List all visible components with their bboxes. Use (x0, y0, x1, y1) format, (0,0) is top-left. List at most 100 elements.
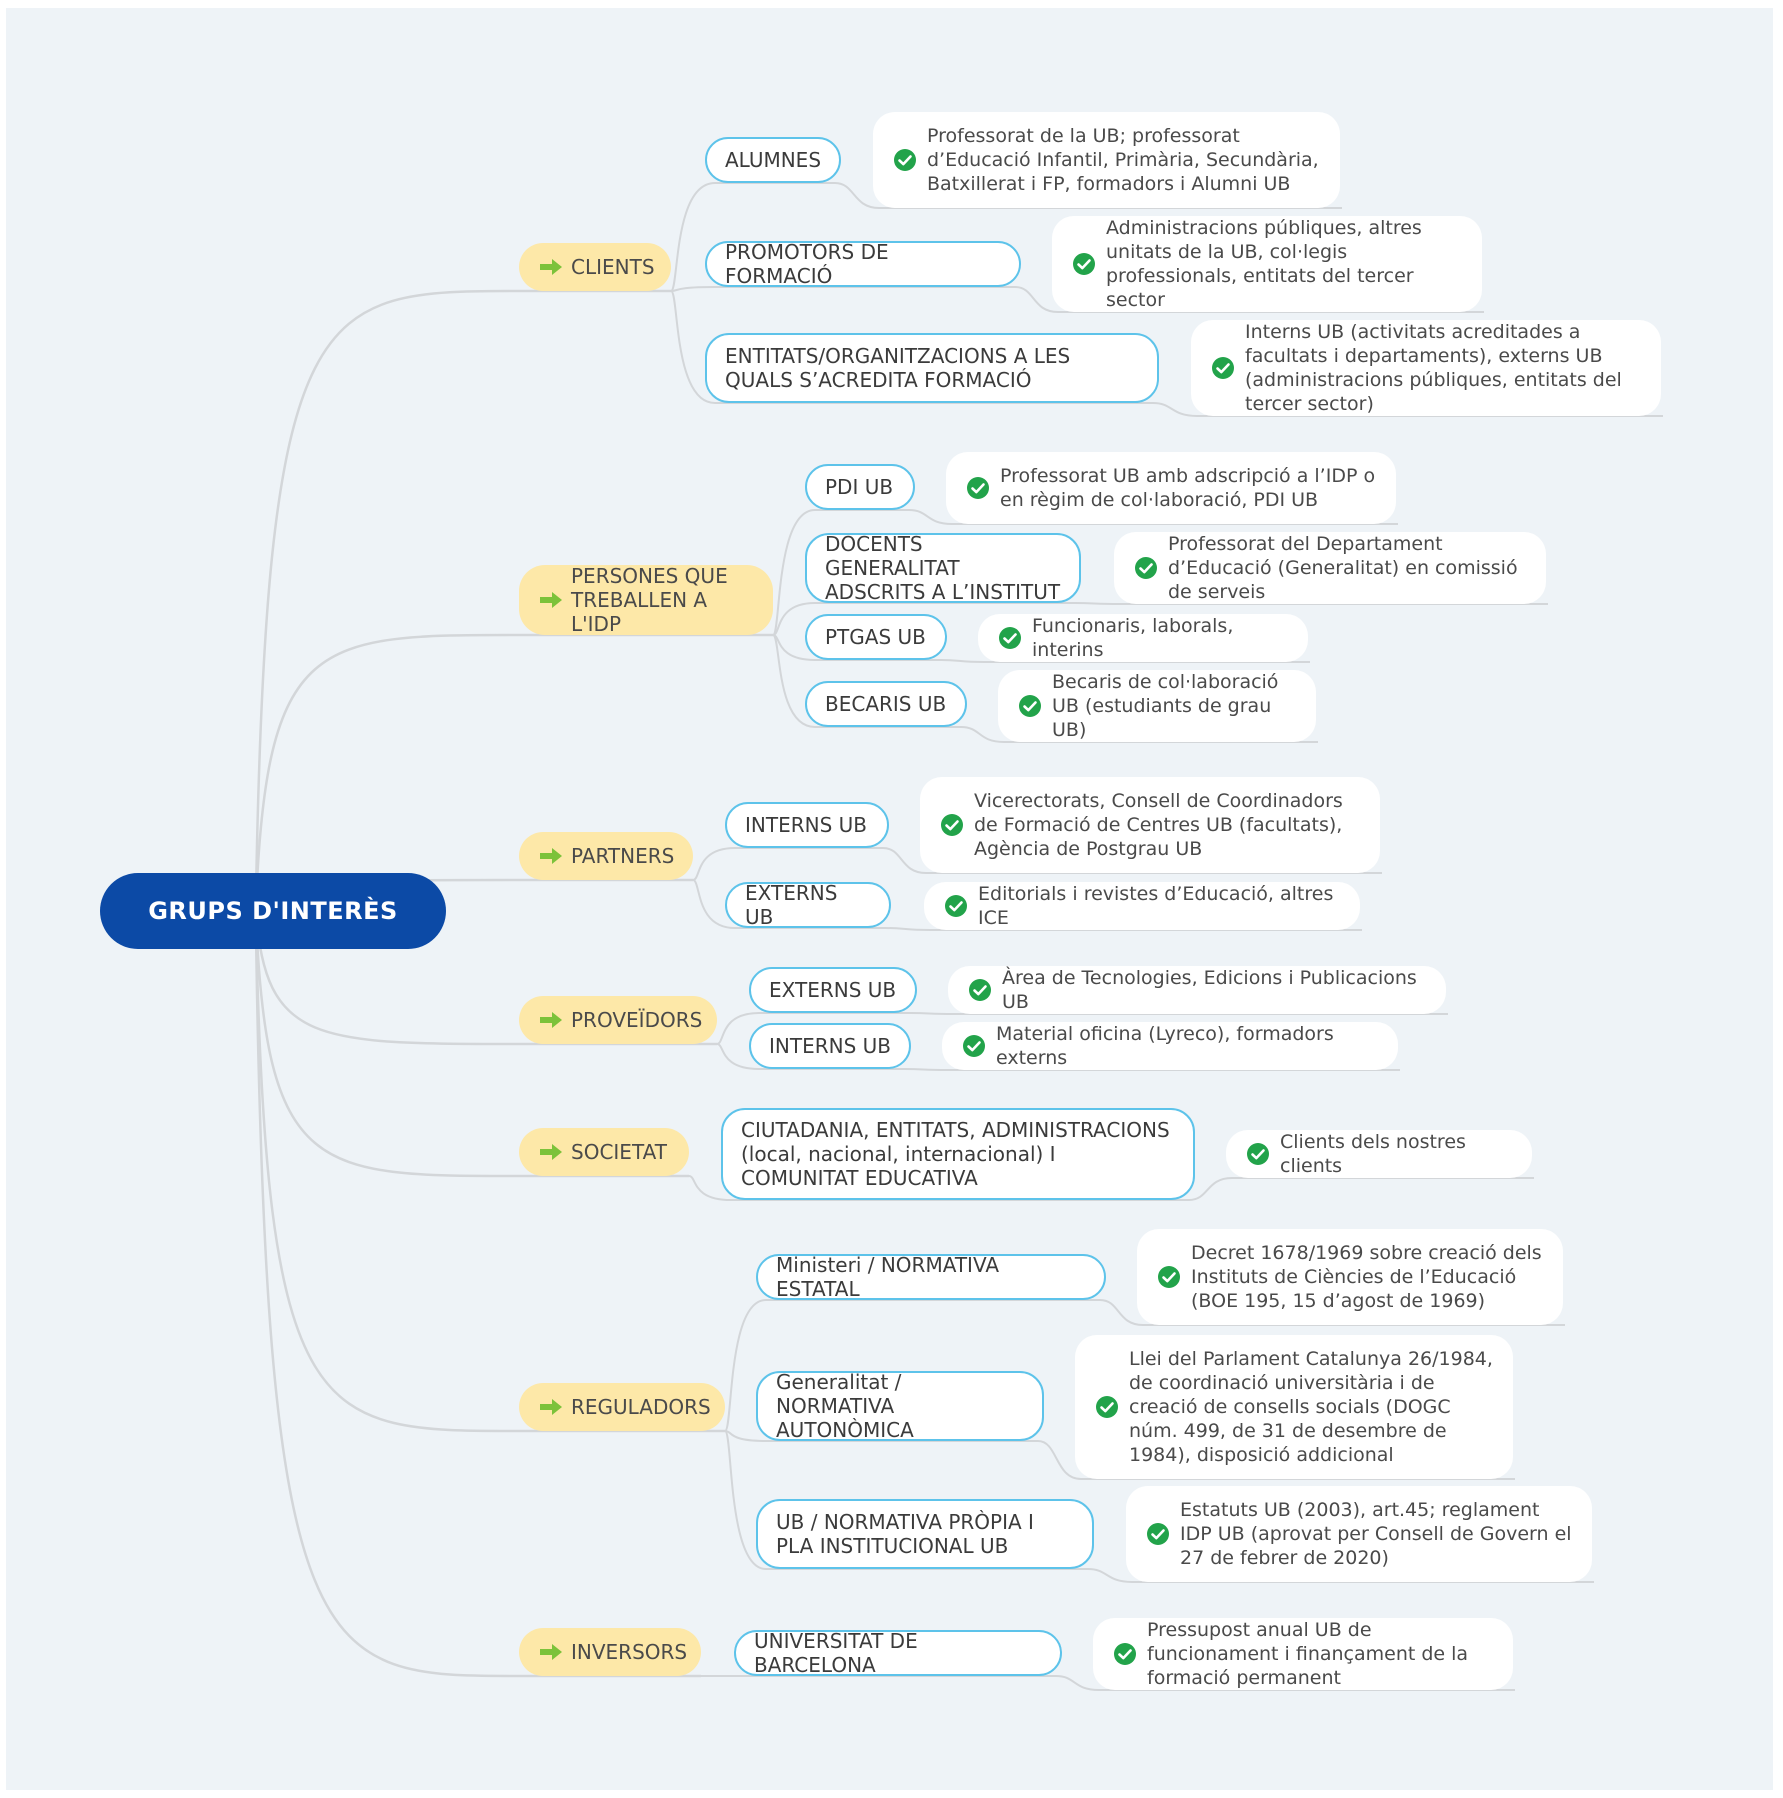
subtopic-label: INTERNS UB (745, 813, 867, 837)
check-circle-icon (968, 978, 992, 1002)
detail-becaris-ub[interactable]: Becaris de col·laboració UB (estudiants … (998, 670, 1316, 742)
connector-category-subtopic (772, 509, 909, 636)
check-circle-icon (1113, 1642, 1137, 1666)
check-circle-icon (1072, 252, 1096, 276)
arrow-right-icon (539, 1397, 563, 1417)
connector-category-subtopic (670, 286, 1015, 292)
check-circle-icon (1211, 356, 1235, 380)
subtopic-becaris-ub[interactable]: BECARIS UB (805, 681, 967, 727)
connector-category-subtopic (724, 1299, 1100, 1432)
detail-universitat-barcelona[interactable]: Pressupost anual UB de funcionament i fi… (1093, 1618, 1513, 1690)
detail-promotors[interactable]: Administracions públiques, altres unitat… (1052, 216, 1482, 312)
arrow-right-icon (539, 1142, 563, 1162)
connector-root-category (254, 910, 689, 1178)
category-label: REGULADORS (571, 1395, 711, 1419)
subtopic-label: PROMOTORS DE FORMACIÓ (725, 240, 889, 288)
detail-text: Vicerectorats, Consell de Coordinadors d… (974, 790, 1343, 860)
detail-text: Interns UB (activitats acreditades a fac… (1245, 321, 1622, 415)
detail-text: Administracions públiques, altres unitat… (1106, 217, 1422, 311)
connector-subtopic-detail (1188, 1177, 1534, 1201)
detail-text: Àrea de Tecnologies, Edicions i Publicac… (1002, 967, 1417, 1013)
connector-category-subtopic (692, 879, 885, 929)
detail-text: Editorials i revistes d’Educació, altres… (978, 883, 1334, 929)
connector-category-subtopic (670, 290, 1153, 404)
subtopic-generalitat[interactable]: Generalitat / NORMATIVA AUTONÒMICA (756, 1370, 1044, 1442)
detail-ministeri[interactable]: Decret 1678/1969 sobre creació dels Inst… (1137, 1229, 1563, 1325)
subtopic-pdi-ub[interactable]: PDI UB (805, 464, 915, 510)
subtopic-label: CIUTADANIA, ENTITATS, ADMINISTRACIONS (l… (741, 1118, 1170, 1190)
connector-category-subtopic (688, 1175, 1189, 1201)
subtopic-proveidors-externs-ub[interactable]: EXTERNS UB (749, 967, 917, 1013)
check-circle-icon (944, 894, 968, 918)
detail-text: Estatuts UB (2003), art.45; reglament ID… (1180, 1499, 1572, 1569)
subtopic-label: ALUMNES (725, 148, 822, 172)
category-proveidors[interactable]: PROVEÏDORS (519, 996, 717, 1044)
detail-text: Professorat del Departament d’Educació (… (1168, 533, 1518, 603)
connector-category-subtopic (670, 182, 835, 292)
connector-category-subtopic (772, 634, 961, 728)
detail-text: Decret 1678/1969 sobre creació dels Inst… (1191, 1242, 1542, 1312)
connector-subtopic-detail (834, 182, 1342, 209)
category-partners[interactable]: PARTNERS (519, 832, 693, 880)
connector-subtopic-detail (960, 726, 1318, 743)
detail-partners-externs-ub[interactable]: Editorials i revistes d’Educació, altres… (924, 882, 1360, 930)
subtopic-proveidors-interns-ub[interactable]: INTERNS UB (749, 1023, 911, 1069)
check-circle-icon (1157, 1265, 1181, 1289)
detail-proveidors-externs-ub[interactable]: Àrea de Tecnologies, Edicions i Publicac… (948, 966, 1446, 1014)
check-circle-icon (1246, 1142, 1270, 1166)
connector-root-category (254, 633, 773, 912)
subtopic-partners-externs-ub[interactable]: EXTERNS UB (725, 881, 891, 929)
detail-alumnes[interactable]: Professorat de la UB; professorat d’Educ… (873, 112, 1340, 208)
subtopic-promotors[interactable]: PROMOTORS DE FORMACIÓ (705, 240, 1021, 288)
detail-ptgas-ub[interactable]: Funcionaris, laborals, interins (978, 614, 1308, 662)
check-circle-icon (966, 476, 990, 500)
detail-text: Material oficina (Lyreco), formadors ext… (996, 1023, 1334, 1069)
detail-text: Becaris de col·laboració UB (estudiants … (1052, 671, 1279, 741)
connector-root-category (254, 910, 725, 1433)
category-label: PARTNERS (571, 844, 675, 868)
root-label: GRUPS D'INTERÈS (148, 897, 398, 925)
arrow-right-icon (539, 1642, 563, 1662)
subtopic-label: ENTITATS/ORGANITZACIONS A LES QUALS S’AC… (725, 344, 1071, 392)
root-node[interactable]: GRUPS D'INTERÈS (100, 873, 446, 949)
detail-docents-generalitat[interactable]: Professorat del Departament d’Educació (… (1114, 532, 1546, 604)
connector-subtopic-detail (1037, 1440, 1515, 1480)
subtopic-label: EXTERNS UB (745, 881, 838, 929)
detail-pdi-ub[interactable]: Professorat UB amb adscripció a l’IDP o … (946, 452, 1396, 524)
subtopic-ptgas-ub[interactable]: PTGAS UB (805, 614, 947, 660)
subtopic-docents-generalitat[interactable]: DOCENTS GENERALITAT ADSCRITS A L’INSTITU… (805, 532, 1081, 604)
subtopic-entitats[interactable]: ENTITATS/ORGANITZACIONS A LES QUALS S’AC… (705, 333, 1159, 403)
detail-proveidors-interns-ub[interactable]: Material oficina (Lyreco), formadors ext… (942, 1022, 1398, 1070)
connector-subtopic-detail (1055, 1675, 1515, 1691)
subtopic-label: Generalitat / NORMATIVA AUTONÒMICA (776, 1370, 914, 1442)
category-clients[interactable]: CLIENTS (519, 243, 671, 291)
subtopic-ministeri[interactable]: Ministeri / NORMATIVA ESTATAL (756, 1253, 1106, 1301)
category-persones[interactable]: PERSONES QUE TREBALLEN A L'IDP (519, 564, 773, 636)
category-label: CLIENTS (571, 255, 655, 279)
detail-ub-normativa[interactable]: Estatuts UB (2003), art.45; reglament ID… (1126, 1486, 1592, 1582)
subtopic-partners-interns-ub[interactable]: INTERNS UB (725, 802, 889, 848)
detail-partners-interns-ub[interactable]: Vicerectorats, Consell de Coordinadors d… (920, 777, 1380, 873)
connector-subtopic-detail (884, 927, 1362, 931)
detail-text: Professorat UB amb adscripció a l’IDP o … (1000, 465, 1376, 511)
connector-subtopic-detail (1152, 402, 1663, 417)
category-reguladors[interactable]: REGULADORS (519, 1383, 725, 1431)
subtopic-ciutadania[interactable]: CIUTADANIA, ENTITATS, ADMINISTRACIONS (l… (721, 1108, 1195, 1200)
subtopic-label: PDI UB (825, 475, 894, 499)
detail-text: Llei del Parlament Catalunya 26/1984, de… (1129, 1348, 1493, 1466)
subtopic-label: PTGAS UB (825, 625, 926, 649)
detail-entitats[interactable]: Interns UB (activitats acreditades a fac… (1191, 320, 1661, 416)
check-circle-icon (962, 1034, 986, 1058)
category-societat[interactable]: SOCIETAT (519, 1128, 689, 1176)
arrow-right-icon (539, 590, 563, 610)
detail-ciutadania[interactable]: Clients dels nostres clients (1226, 1130, 1532, 1178)
subtopic-label: UNIVERSITAT DE BARCELONA (754, 1629, 918, 1677)
subtopic-ub-normativa[interactable]: UB / NORMATIVA PRÒPIA I PLA INSTITUCIONA… (756, 1499, 1094, 1569)
detail-generalitat[interactable]: Llei del Parlament Catalunya 26/1984, de… (1075, 1335, 1513, 1479)
category-inversors[interactable]: INVERSORS (519, 1628, 701, 1676)
subtopic-universitat-barcelona[interactable]: UNIVERSITAT DE BARCELONA (734, 1629, 1062, 1677)
subtopic-label: Ministeri / NORMATIVA ESTATAL (776, 1253, 1000, 1301)
subtopic-alumnes[interactable]: ALUMNES (705, 137, 841, 183)
connector-category-subtopic (772, 602, 1075, 636)
connector-root-category (254, 910, 717, 1046)
